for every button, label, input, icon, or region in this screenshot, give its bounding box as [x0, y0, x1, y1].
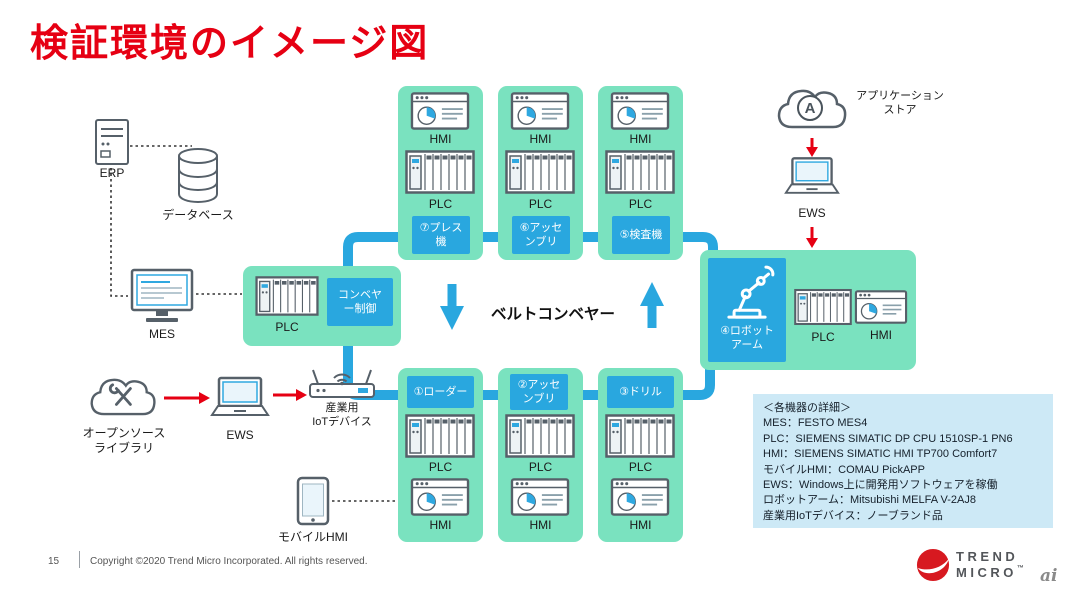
brand-line1: TREND	[956, 549, 1019, 564]
robot-hmi-label: HMI	[870, 328, 892, 342]
mobile-hmi-tablet-icon	[296, 476, 330, 526]
station-2-hmi-icon	[509, 478, 571, 516]
arrow-appstore-ews-head	[806, 147, 818, 157]
robot-hmi-icon	[854, 290, 908, 324]
station-1-tag: ①ローダー	[407, 376, 474, 408]
station-6-tag: ⑥アッセ ンブリ	[512, 216, 570, 254]
page-number: 15	[48, 556, 60, 567]
database-label: データベース	[162, 208, 234, 222]
device-details-line: モバイルHMI：COMAU PickAPP	[763, 463, 925, 476]
station-5-plc-icon	[605, 150, 675, 194]
conveyor-plc-icon	[255, 276, 319, 316]
appstore-label: アプリケーション ストア	[856, 90, 944, 116]
station-5-hmi-label: HMI	[629, 132, 652, 146]
red-arrows	[164, 138, 818, 404]
flow-arrow-up-head	[640, 282, 664, 306]
station-7-plc-icon	[405, 150, 475, 194]
robot-arm-tag-label: ④ロボット アーム	[720, 325, 774, 352]
device-details-line: HMI：SIEMENS SIMATIC HMI TP700 Comfort7	[763, 448, 998, 461]
station-1-hmi-icon	[409, 478, 471, 516]
station-2-plc-icon	[505, 414, 575, 458]
robot-plc-icon	[794, 288, 852, 326]
arrow-ews-iot-head	[296, 389, 307, 401]
ews-right-label: EWS	[798, 206, 826, 220]
ews-left-label: EWS	[226, 428, 254, 442]
station-1-hmi-label: HMI	[429, 518, 452, 532]
dotted-link-erp-mes	[110, 168, 128, 297]
arrow-opensource-ews-head	[199, 392, 210, 404]
erp-label: ERP	[99, 166, 125, 180]
erp-server-icon	[94, 118, 130, 166]
device-details-line: MES：FESTO MES4	[763, 417, 868, 430]
arrow-ews-robot-head	[806, 238, 818, 248]
mes-label: MES	[148, 327, 175, 341]
station-7-hmi-icon	[409, 92, 471, 130]
trend-micro-wordmark: TREND MICRO ™	[956, 549, 1024, 582]
mes-monitor-icon	[130, 268, 194, 324]
station-2-plc-label: PLC	[528, 460, 553, 474]
ews-left-laptop-icon	[210, 376, 270, 420]
appstore-a-icon: A	[797, 95, 823, 121]
station-7-plc-label: PLC	[428, 197, 453, 211]
station-3-plc-label: PLC	[628, 460, 653, 474]
station-6-plc-label: PLC	[528, 197, 553, 211]
device-details-line: ロボットアーム：Mitsubishi MELFA V-2AJ8	[763, 494, 976, 507]
trend-micro-ball-logo	[916, 548, 950, 582]
brand-line2: MICRO	[956, 565, 1017, 581]
device-details-title: ＜各機器の詳細＞	[763, 402, 851, 414]
device-details-box: ＜各機器の詳細＞ MES：FESTO MES4 PLC：SIEMENS SIMA…	[753, 394, 1053, 528]
station-1-plc-label: PLC	[428, 460, 453, 474]
station-6-plc-icon	[505, 150, 575, 194]
ews-right-laptop-icon	[784, 156, 840, 198]
dotted-links	[110, 145, 396, 502]
opensource-label: オープンソース ライブラリ	[82, 426, 166, 455]
device-details-line: PLC：SIEMENS SIMATIC DP CPU 1510SP-1 PN6	[763, 432, 1013, 445]
station-7-tag: ⑦プレス 機	[412, 216, 470, 254]
page-title: 検証環境のイメージ図	[30, 23, 430, 65]
footer-divider	[79, 551, 80, 568]
copyright-text: Copyright ©2020 Trend Micro Incorporated…	[90, 556, 368, 567]
station-2-hmi-label: HMI	[529, 518, 552, 532]
conveyor-control-tag: コンベヤ ー制御	[327, 278, 393, 326]
device-details-line: EWS：Windows上に開発用ソフトウェアを稼働	[763, 478, 998, 491]
opensource-tools-icon	[108, 382, 136, 410]
robot-arm-tag: ④ロボット アーム	[708, 258, 786, 362]
conveyor-plc-label: PLC	[275, 320, 299, 334]
mobile-hmi-label: モバイルHMI	[278, 530, 348, 544]
flow-arrow-down-head	[440, 306, 464, 330]
iot-router-icon	[308, 360, 376, 400]
station-1-plc-icon	[405, 414, 475, 458]
station-2-tag: ②アッセ ンブリ	[510, 374, 568, 410]
station-5-tag: ⑤検査機	[612, 216, 670, 254]
iot-label: 産業用 IoTデバイス	[312, 402, 372, 428]
station-6-hmi-label: HMI	[529, 132, 552, 146]
station-7-hmi-label: HMI	[429, 132, 452, 146]
belt-conveyor-label: ベルトコンベヤー	[490, 306, 615, 323]
belt-flow-arrows	[440, 282, 664, 330]
trademark-symbol: ™	[1016, 565, 1024, 573]
robot-plc-label: PLC	[811, 330, 835, 344]
station-6-hmi-icon	[509, 92, 571, 130]
watermark-ai: ai	[1040, 566, 1058, 586]
station-3-plc-icon	[605, 414, 675, 458]
station-5-plc-label: PLC	[628, 197, 653, 211]
station-5-hmi-icon	[609, 92, 671, 130]
station-3-hmi-icon	[609, 478, 671, 516]
robot-arm-icon	[716, 262, 778, 324]
database-icon	[176, 146, 220, 204]
station-3-hmi-label: HMI	[629, 518, 652, 532]
station-3-tag: ③ドリル	[607, 376, 674, 408]
device-details-line: 産業用IoTデバイス：ノーブランド品	[763, 509, 943, 522]
